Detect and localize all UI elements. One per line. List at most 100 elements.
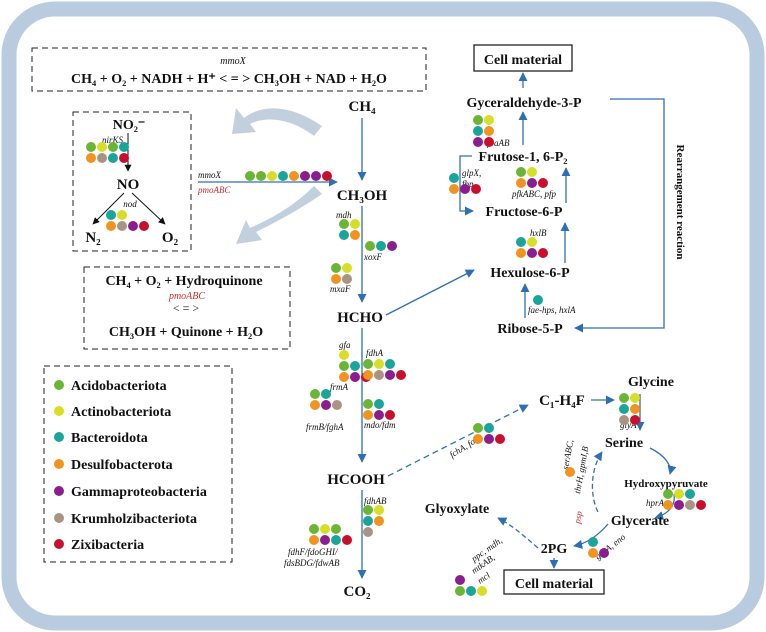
taxon-dot-nirks [108, 153, 118, 163]
cell-material-top: Cell material [484, 53, 562, 68]
taxon-dot-fbaab [484, 137, 494, 147]
taxon-dot-fcha [484, 423, 494, 433]
taxon-dot-fcha [473, 423, 483, 433]
taxon-dot-mmox [289, 171, 299, 181]
taxon-dot-mxaf [342, 263, 352, 273]
hpra-gene: hprA [646, 498, 665, 508]
hcooh-to-c1-dashed-arrow [387, 404, 529, 477]
taxon-dot-glpx [460, 184, 470, 194]
taxon-dot-mmox [245, 171, 255, 181]
nod-gene: nod [123, 199, 137, 209]
taxon-dot-mdh [339, 230, 349, 240]
taxon-dot-mmox [256, 171, 266, 181]
n2-label: N₂ [85, 230, 101, 246]
taxon-dot-glpx [471, 184, 481, 194]
legend-label-desulfobacterota: Desulfobacterota [71, 458, 173, 473]
mdo-gene: mdo/fdm [364, 420, 396, 430]
taxon-dot-fdhf [342, 535, 352, 545]
2pg-to-glyoxylate-dashed-arrow [497, 517, 539, 549]
legend-label-acidobacteriota: Acidobacteriota [71, 379, 167, 394]
gfa-gene: gfa [339, 340, 351, 350]
f6p-node: Fructose-6-P [486, 205, 563, 220]
hydroxypyruvate-node: Hydroxypyruvate [624, 478, 708, 490]
ribose-node: Ribose-5-P [497, 322, 563, 337]
xoxf-gene: xoxF [363, 252, 382, 262]
no-to-o2-arrow [131, 192, 166, 225]
taxon-dot-gcka [588, 548, 598, 558]
ch4-node: CH₄ [349, 99, 377, 115]
2pg-node: 2PG [541, 542, 568, 557]
hxlb-gene: hxlB [530, 228, 547, 238]
taxon-dot-fbaab [484, 126, 494, 136]
taxon-dot-hxlb [527, 248, 537, 258]
box1-gene: mmoX [220, 56, 246, 67]
box3-arrows: < = > [173, 301, 200, 315]
taxon-dot-ppc [455, 575, 465, 585]
legend-dot-zixibacteria [54, 539, 64, 549]
frma-gene: frmA [330, 382, 349, 392]
taxon-dot-mdo [374, 399, 384, 409]
taxon-dot-mdo [385, 410, 395, 420]
taxon-dot-fdhf [309, 524, 319, 534]
taxon-dot-clusters [86, 115, 706, 596]
taxon-dot-hxlb [538, 248, 548, 258]
taxon-dot-fdha [385, 359, 395, 369]
taxon-dot-fbaab [484, 115, 494, 125]
taxon-dot-pfkabc [538, 178, 548, 188]
taxon-dot-frma [321, 400, 331, 410]
hcho-node: HCHO [337, 310, 383, 326]
glpx-gene-line2: fbp [462, 179, 474, 189]
mdh-gene: mdh [336, 210, 352, 220]
legend-label-gammaproteobacteria: Gammaproteobacteria [71, 485, 207, 500]
rearrangement-arrow [574, 98, 665, 333]
frmb-gene: frmB/fghA [306, 422, 344, 432]
taxon-dot-hxlb [516, 237, 526, 247]
taxon-dot-mdo [374, 410, 384, 420]
taxon-dot-glpx [449, 184, 459, 194]
taxon-dot-glya [619, 415, 629, 425]
legend-dot-actinobacteriota [54, 406, 64, 416]
taxon-dot-mdh [350, 219, 360, 229]
taxon-dot-mxaf [331, 263, 341, 273]
taxon-dot-nod [117, 210, 127, 220]
hcooh-node: HCOOH [327, 472, 385, 488]
taxon-dot-fdhab [374, 516, 384, 526]
fdhf-gene-line2: fdsBDG/fdwAB [284, 558, 340, 568]
taxon-dot-hpra [674, 489, 684, 499]
taxon-dot-gfa [339, 361, 349, 371]
taxon-dot-nirks [119, 142, 129, 152]
taxon-dot-fcha [495, 434, 505, 444]
cell-material-bottom: Cell material [515, 577, 593, 592]
gray-arrow-up [232, 108, 322, 136]
legend-dot-acidobacteriota [54, 380, 64, 390]
fdha-gene: fdhA [366, 348, 384, 358]
taxon-dot-ppc [477, 586, 487, 596]
taxon-dot-faehps [533, 295, 543, 305]
glpx-gene-line1: glpX, [462, 168, 481, 178]
mmox-gene: mmoX [198, 170, 221, 180]
serine-node: Serine [605, 436, 643, 451]
box3-eq1: CH₄ + O₂ + Hydroquinone [105, 274, 262, 289]
taxon-dot-gfa [339, 350, 349, 360]
taxon-dot-nod [117, 221, 127, 231]
taxon-dot-hpra [685, 500, 695, 510]
legend-dot-bacteroidota [54, 432, 64, 442]
taxon-dot-fcha [484, 434, 494, 444]
box3-eq2: CH₃OH + Quinone + H₂O [109, 325, 263, 340]
nitrogen-box [72, 111, 192, 252]
nirks-gene: nirKS [102, 135, 124, 145]
taxon-dot-nirks [86, 153, 96, 163]
taxon-dot-mxaf [342, 274, 352, 284]
taxon-dot-gcka [599, 548, 609, 558]
legend-label-bacteroidota: Bacteroidota [71, 431, 148, 446]
taxon-dot-hxlb [527, 237, 537, 247]
taxon-dot-hpra [674, 500, 684, 510]
cell-material-top-box [473, 44, 573, 72]
taxon-dot-nod [128, 221, 138, 231]
taxon-dot-gfa [350, 361, 360, 371]
taxon-dot-fdhf [331, 535, 341, 545]
taxon-dot-nod [106, 210, 116, 220]
legend-dot-desulfobacterota [54, 459, 64, 469]
taxon-dot-frma [310, 400, 320, 410]
